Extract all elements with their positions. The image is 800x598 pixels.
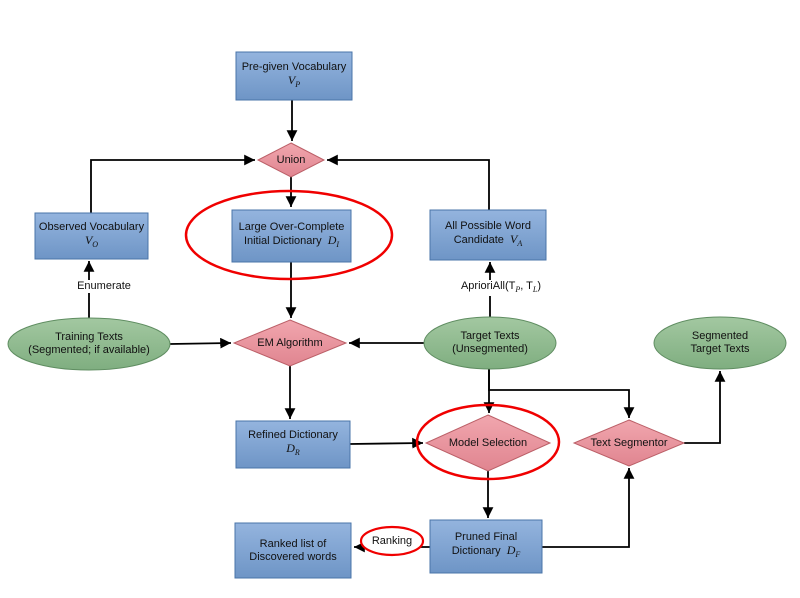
- label-text: Ranking: [371, 535, 413, 547]
- label-text: Candidate: [453, 233, 504, 246]
- label-pre-given-vocabulary: Pre-given Vocabulary VP: [236, 52, 352, 100]
- edge-label-enumerate: Enumerate: [61, 280, 147, 293]
- label-model-selection: Model Selection: [426, 415, 550, 471]
- label-text: EM Algorithm: [257, 336, 323, 349]
- node-initial-dictionary: [231, 209, 352, 263]
- annotation-ellipse-ranking: [359, 525, 425, 557]
- label-text: Pruned Final: [454, 531, 518, 544]
- label-initial-dictionary: Large Over-Complete Initial Dictionary D…: [232, 210, 351, 262]
- edge-training-to-em: [169, 337, 232, 349]
- label-symbol: V: [287, 72, 296, 87]
- label-symbol: D: [506, 543, 516, 558]
- node-segmented-target-texts: [653, 316, 787, 370]
- edge-refined-to-modelselection: [349, 437, 424, 449]
- edge-label-aprioriall: AprioriAll(TP, TL): [445, 280, 557, 297]
- label-text: Refined Dictionary: [248, 429, 338, 442]
- label-text: Target Texts: [460, 330, 520, 342]
- label-union: Union: [258, 143, 324, 177]
- label-text: Observed Vocabulary: [38, 220, 145, 233]
- label-subscript: I: [336, 240, 340, 250]
- label-text: Ranked list of: [259, 537, 327, 550]
- label-subscript: P: [515, 285, 521, 295]
- node-text-segmentor: [572, 419, 686, 467]
- label-text: Segmented: [691, 330, 749, 342]
- label-subscript: P: [295, 80, 301, 90]
- edge-pruned-to-textsegmentor: [542, 468, 635, 548]
- label-observed-vocabulary: Observed Vocabulary VO: [35, 213, 148, 259]
- label-em-algorithm: EM Algorithm: [234, 320, 346, 366]
- label-segmented-target-texts: Segmented Target Texts: [654, 317, 786, 369]
- label-text: Union: [276, 153, 306, 166]
- annotation-ellipse-initial-dictionary: [184, 189, 394, 281]
- label-text: , T: [520, 280, 533, 292]
- label-text: Target Texts: [690, 343, 750, 355]
- label-text-segmentor: Text Segmentor: [574, 420, 684, 466]
- node-union: [256, 142, 326, 178]
- edge-textsegmentor-to-segmented: [684, 371, 726, 444]
- label-symbol: V: [510, 231, 518, 246]
- node-em-algorithm: [232, 319, 348, 367]
- node-model-selection: [424, 414, 552, 472]
- label-text: Large Over-Complete: [238, 220, 345, 233]
- label-all-possible-word-candidate: All Possible Word Candidate VA: [430, 210, 546, 260]
- label-training-texts: Training Texts (Segmented; if available): [8, 318, 170, 370]
- node-observed-vocabulary: [34, 212, 149, 260]
- node-refined-dictionary: [235, 420, 351, 469]
- node-all-possible-word-candidate: [429, 209, 547, 261]
- label-ranked-list: Ranked list of Discovered words: [235, 523, 351, 578]
- label-pruned-final-dictionary: Pruned Final Dictionary DF: [430, 520, 542, 573]
- label-text: Pre-given Vocabulary: [241, 60, 347, 73]
- label-text: Discovered words: [249, 550, 337, 563]
- node-pre-given-vocabulary: [235, 51, 353, 101]
- edge-target-to-textsegmentor: [488, 369, 635, 418]
- label-text: (Segmented; if available): [28, 344, 150, 356]
- label-target-texts: Target Texts (Unsegmented): [424, 317, 556, 369]
- label-symbol: V: [84, 232, 93, 247]
- label-text: Training Texts: [55, 331, 123, 343]
- label-text: All Possible Word: [445, 219, 531, 232]
- label-text: Model Selection: [448, 436, 528, 449]
- label-subscript: O: [92, 240, 99, 250]
- node-training-texts: [7, 317, 171, 371]
- label-text: ): [537, 280, 542, 292]
- annotation-ellipse-model-selection: [415, 403, 561, 481]
- label-text: (Unsegmented): [452, 343, 528, 355]
- label-subscript: R: [294, 448, 300, 458]
- label-text: Dictionary: [451, 545, 501, 558]
- label-text: AprioriAll(T: [460, 280, 516, 292]
- label-text: Enumerate: [77, 280, 131, 292]
- label-symbol: D: [286, 441, 295, 456]
- node-target-texts: [423, 316, 557, 370]
- label-text: Text Segmentor: [590, 436, 668, 449]
- label-text: Initial Dictionary: [243, 234, 322, 247]
- label-subscript: A: [517, 239, 523, 249]
- label-subscript: L: [532, 285, 538, 295]
- edge-observed-to-union: [90, 154, 255, 213]
- node-pruned-final-dictionary: [429, 519, 543, 574]
- edge-allpossible-to-union: [327, 154, 490, 210]
- label-refined-dictionary: Refined Dictionary DR: [236, 421, 350, 468]
- node-ranked-list: [234, 522, 352, 579]
- label-subscript: F: [515, 550, 521, 560]
- edge-label-ranking: Ranking: [362, 535, 422, 548]
- label-symbol: D: [327, 232, 337, 247]
